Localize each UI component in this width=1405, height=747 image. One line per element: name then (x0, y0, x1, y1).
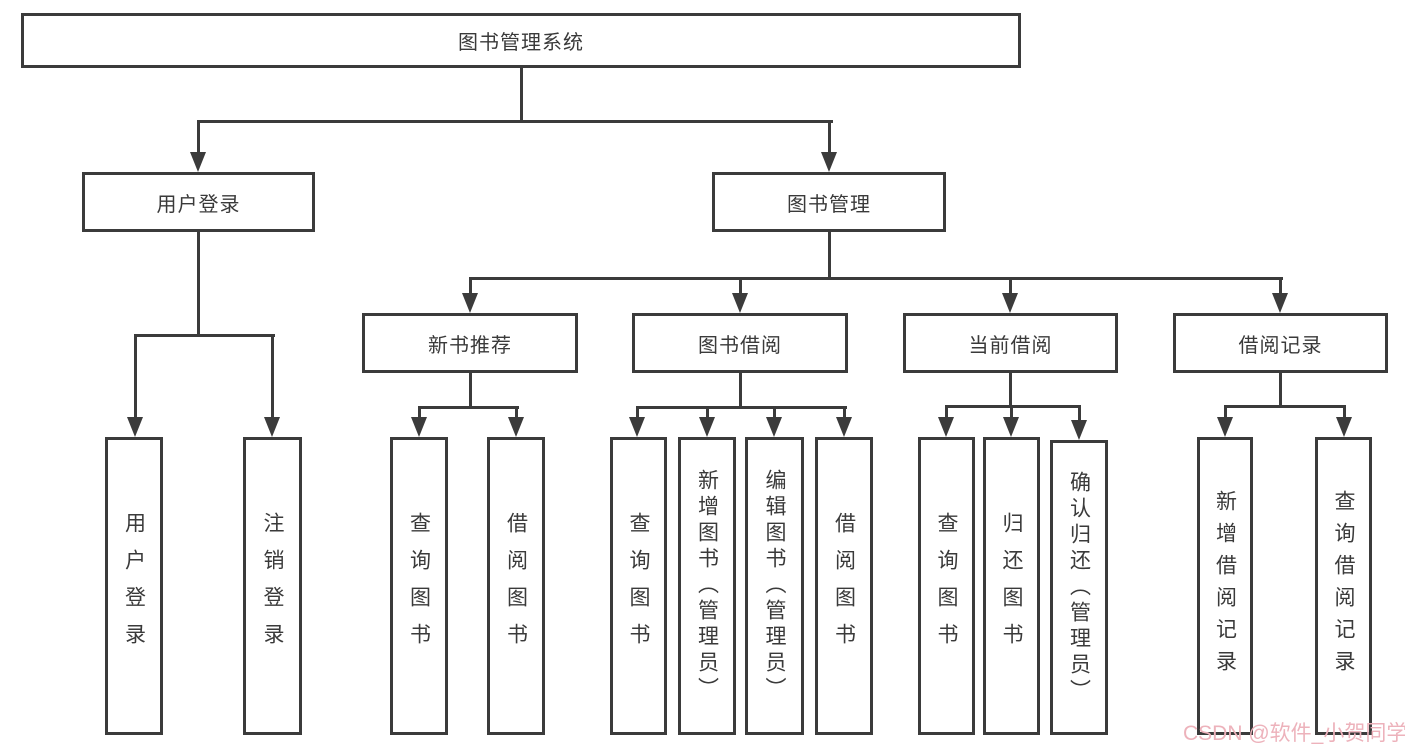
connector-drop-leaf-user-login (134, 334, 137, 419)
connector-book-mgmt-stem (828, 232, 831, 280)
arrow-down-icon (127, 417, 143, 437)
connector-drop-nb-borrow (515, 406, 518, 419)
node-leaf-current-query: 查询图书 (918, 437, 975, 735)
node-new-books: 新书推荐 (362, 313, 578, 373)
connector-drop-cb-confirm (1078, 405, 1081, 422)
arrow-down-icon (1003, 417, 1019, 437)
arrow-down-icon (1071, 420, 1087, 440)
connector-drop-bb-add (706, 406, 709, 419)
arrow-down-icon (1336, 417, 1352, 437)
connector-current-borrow-rail (945, 405, 1081, 408)
node-leaf-records-query: 查询借阅记录 (1315, 437, 1372, 735)
connector-drop-cb-return (1010, 405, 1013, 419)
node-leaf-borrow-add-admin: 新增图书（管理员） (678, 437, 736, 735)
node-leaf-user-login: 用户登录 (105, 437, 163, 735)
connector-drop-br-add (1224, 405, 1227, 419)
node-leaf-borrow-edit-admin: 编辑图书（管理员） (745, 437, 804, 735)
arrow-down-icon (1272, 293, 1288, 313)
connector-level3-rail (469, 277, 1283, 280)
connector-current-borrow-stem (1009, 373, 1012, 408)
connector-user-login-stem (197, 232, 200, 337)
node-borrow-records: 借阅记录 (1173, 313, 1388, 373)
connector-book-borrow-stem (739, 373, 742, 409)
node-user-login: 用户登录 (82, 172, 315, 232)
arrow-down-icon (629, 417, 645, 437)
connector-drop-cb-query (945, 405, 948, 419)
arrow-down-icon (699, 417, 715, 437)
arrow-down-icon (836, 417, 852, 437)
arrow-down-icon (508, 417, 524, 437)
connector-drop-leaf-logout (271, 334, 274, 419)
connector-book-borrow-rail (636, 406, 847, 409)
connector-root-stem (520, 68, 523, 122)
connector-drop-new-books (469, 277, 472, 295)
arrow-down-icon (1217, 417, 1233, 437)
connector-drop-book-borrow (739, 277, 742, 295)
node-leaf-borrow-borrow: 借阅图书 (815, 437, 873, 735)
node-leaf-newbooks-query: 查询图书 (390, 437, 448, 735)
node-leaf-current-return: 归还图书 (983, 437, 1040, 735)
connector-level1-rail (197, 120, 833, 123)
node-leaf-current-confirm-admin: 确认归还（管理员） (1050, 440, 1108, 735)
arrow-down-icon (190, 152, 206, 172)
connector-drop-user-login (197, 120, 200, 154)
connector-borrow-records-stem (1279, 373, 1282, 408)
arrow-down-icon (766, 417, 782, 437)
arrow-down-icon (462, 293, 478, 313)
connector-new-books-rail (418, 406, 519, 409)
connector-drop-borrow-records (1279, 277, 1282, 295)
connector-borrow-records-rail (1224, 405, 1346, 408)
node-leaf-logout: 注销登录 (243, 437, 302, 735)
connector-user-login-rail (134, 334, 275, 337)
connector-drop-bb-query (636, 406, 639, 419)
arrow-down-icon (938, 417, 954, 437)
node-current-borrow: 当前借阅 (903, 313, 1118, 373)
csdn-watermark: CSDN @软件_小贺同学 (1183, 722, 1405, 745)
connector-drop-book-mgmt (828, 120, 831, 154)
connector-new-books-stem (469, 373, 472, 409)
node-root: 图书管理系统 (21, 13, 1021, 68)
arrow-down-icon (411, 417, 427, 437)
connector-drop-br-query (1343, 405, 1346, 419)
arrow-down-icon (1002, 293, 1018, 313)
node-book-borrow: 图书借阅 (632, 313, 848, 373)
node-leaf-records-add: 新增借阅记录 (1197, 437, 1253, 735)
connector-drop-nb-query (418, 406, 421, 419)
connector-drop-current-borrow (1009, 277, 1012, 295)
node-leaf-newbooks-borrow: 借阅图书 (487, 437, 545, 735)
arrow-down-icon (821, 152, 837, 172)
arrow-down-icon (264, 417, 280, 437)
connector-drop-bb-borrow (843, 406, 846, 419)
arrow-down-icon (732, 293, 748, 313)
connector-drop-bb-edit (773, 406, 776, 419)
node-leaf-borrow-query: 查询图书 (610, 437, 667, 735)
node-book-mgmt: 图书管理 (712, 172, 946, 232)
